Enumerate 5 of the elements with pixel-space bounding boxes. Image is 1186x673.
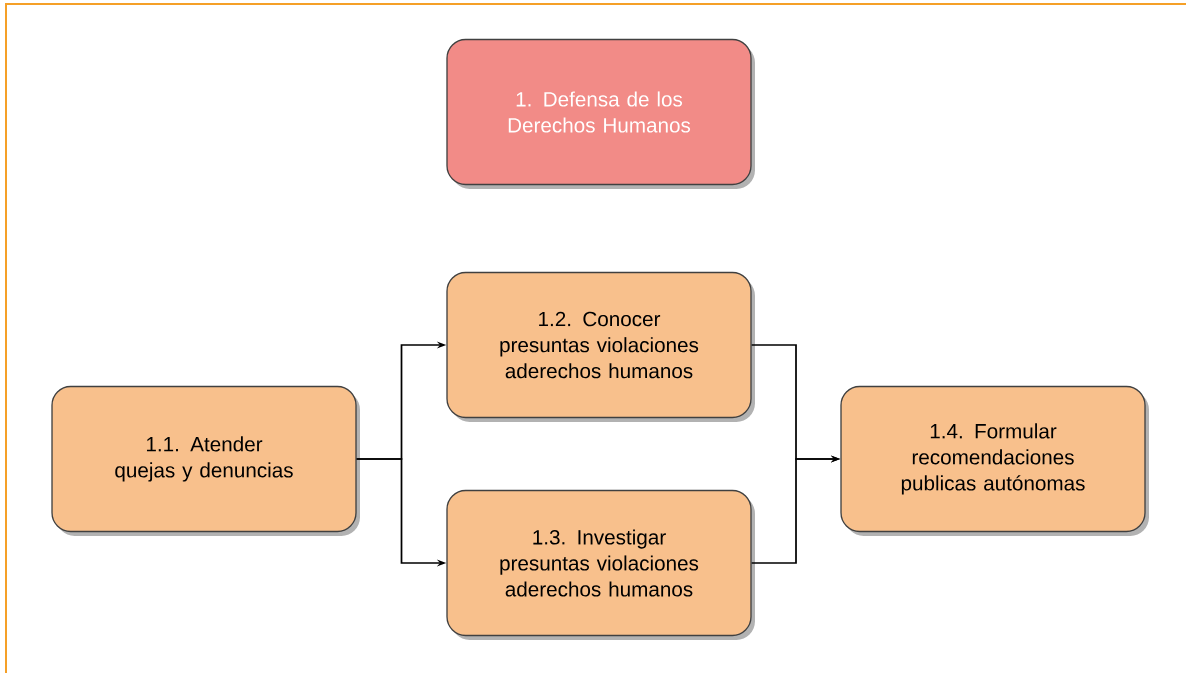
process-box: 1.2. Conocer presuntas violaciones aderechos humanos <box>446 271 755 422</box>
process-box: 1.4. Formular recomendaciones publicas autónomas <box>840 385 1149 536</box>
process-box: 1.1. Atender quejas y denuncias <box>51 385 360 536</box>
process-box: 1. Defensa de los Derechos Humanos <box>446 38 755 189</box>
process-box: 1.3. Investigar presuntas violaciones aderechos humanos <box>446 489 755 640</box>
